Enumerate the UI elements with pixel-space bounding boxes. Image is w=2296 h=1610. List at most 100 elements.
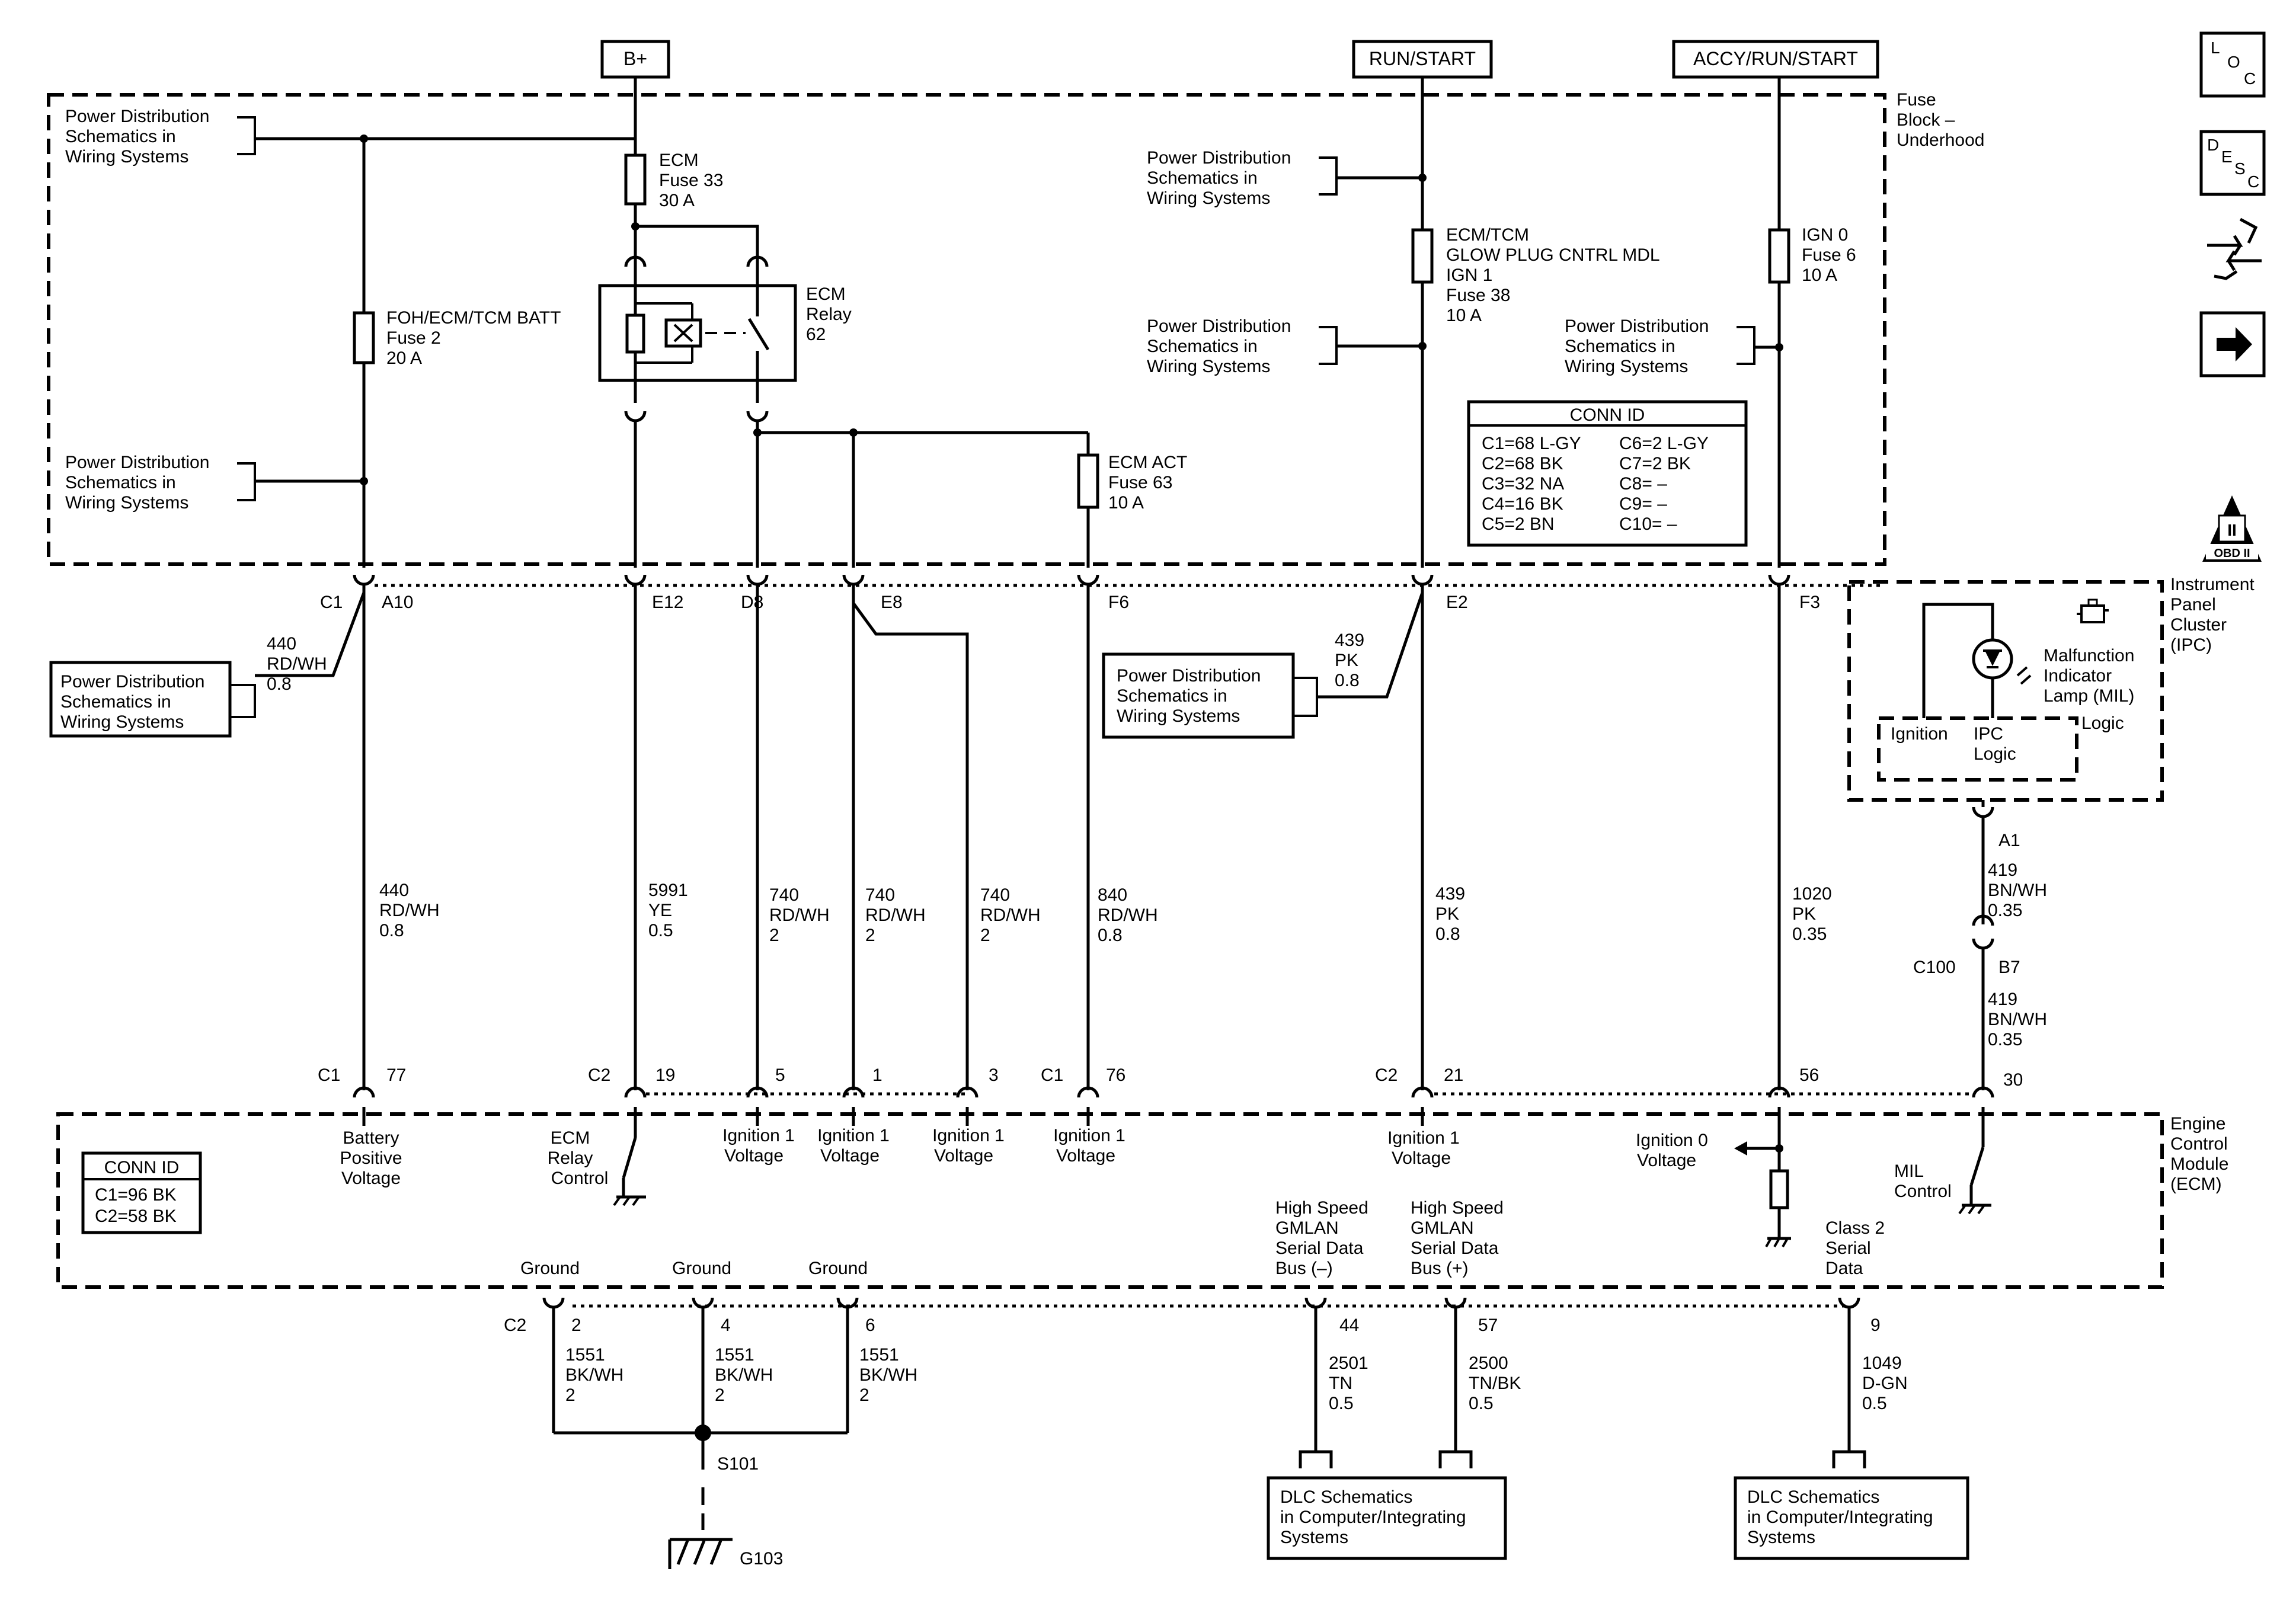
- pds-ref-3-l2: Schematics in: [1147, 168, 1258, 188]
- ecm-ign1c-2: Voltage: [934, 1146, 993, 1166]
- conn-row-2a: C2=68 BK: [1482, 454, 1563, 473]
- ecm-pin-3: 3: [989, 1065, 999, 1085]
- arrow-right-icon: [2217, 327, 2252, 361]
- pds-box-left: Power Distribution Schematics in Wiring …: [49, 661, 256, 738]
- wire-440a-color: RD/WH: [267, 654, 327, 674]
- ipc-title-1: Instrument: [2170, 575, 2255, 594]
- pds-box-left-l3: Wiring Systems: [60, 712, 184, 732]
- conn-row-3a: C3=32 NA: [1482, 474, 1564, 494]
- ecm-pin-c2b: C2: [1375, 1065, 1398, 1085]
- fuse-ecm-33: [624, 153, 647, 206]
- ecm-bottom-connectors: [542, 1297, 1860, 1309]
- wire-labels-mid: 440 RD/WH 0.8 5991 YE 0.5 740 RD/WH 2 74…: [379, 881, 1832, 945]
- source-bplus-label: B+: [623, 48, 647, 69]
- conn-row-3b: C8= –: [1619, 474, 1667, 494]
- conn-id-ecm-title: CONN ID: [104, 1158, 180, 1177]
- dlc-2-l1: DLC Schematics: [1747, 1487, 1879, 1507]
- dlc-box-1: [1267, 1476, 1507, 1560]
- wire-419b-color: BN/WH: [1988, 1010, 2047, 1029]
- fuse-ecm-33-l2: Fuse 33: [659, 171, 723, 190]
- wire-1049-color: D-GN: [1862, 1374, 1908, 1393]
- desc-button[interactable]: D E S C: [2199, 130, 2266, 196]
- ecm-mil-1: MIL: [1894, 1161, 1924, 1181]
- conn-id-ecm-row-2: C2=58 BK: [95, 1206, 177, 1226]
- wire-1551c-color: BK/WH: [859, 1365, 917, 1385]
- ecm-class2-1: Class 2: [1825, 1218, 1885, 1238]
- fuse-ign-6-l3: 10 A: [1802, 265, 1837, 285]
- connector-pinout-icon[interactable]: [2207, 217, 2262, 280]
- source-bplus: B+: [600, 40, 670, 79]
- wire-740b-num: 740: [865, 885, 895, 905]
- pds-box-left-l1: Power Distribution: [60, 672, 204, 692]
- conn-row-1a: C1=68 L-GY: [1482, 434, 1581, 453]
- next-page-button[interactable]: [2199, 311, 2266, 377]
- fuse-act-63-l3: 10 A: [1108, 493, 1144, 513]
- wire-440b-color: RD/WH: [379, 901, 440, 920]
- source-run-start-label: RUN/START: [1369, 48, 1476, 69]
- pds-ref-5-l2: Schematics in: [1565, 337, 1675, 356]
- dlc-1-l3: Systems: [1280, 1528, 1348, 1547]
- wire-440a-num: 440: [267, 634, 296, 654]
- ecm-ign1a-1: Ignition 1: [722, 1126, 795, 1145]
- pin-e12: E12: [652, 593, 683, 612]
- ecm-ground-1: Ground: [520, 1259, 580, 1278]
- ecm-pin-c1a: C1: [318, 1065, 340, 1085]
- conn-id-fuse-title: CONN ID: [1570, 405, 1645, 425]
- wire-439b-num: 439: [1435, 884, 1465, 904]
- pds-box-mid-l2: Schematics in: [1117, 686, 1227, 706]
- wire-740b-color: RD/WH: [865, 905, 926, 925]
- fuse-foh-2-l2: Fuse 2: [386, 328, 441, 348]
- ecm-ign1d-1: Ignition 1: [1053, 1126, 1125, 1145]
- ecm-pin-30: 30: [2003, 1070, 2023, 1090]
- wire-1049-size: 0.5: [1862, 1394, 1887, 1413]
- pin-e8: E8: [881, 593, 903, 612]
- ecm-relay-ctrl-3: Control: [551, 1169, 609, 1188]
- fuse-block-connector-row: [353, 574, 1885, 587]
- ecm-hs-neg-2: GMLAN: [1275, 1218, 1339, 1238]
- ipc-ignition: Ignition: [1891, 724, 1948, 744]
- ecm-pin-77: 77: [386, 1065, 406, 1085]
- wire-1551c-size: 2: [859, 1385, 869, 1405]
- ecm-ign0-1: Ignition 0: [1636, 1131, 1708, 1150]
- pds-ref-2-l3: Wiring Systems: [65, 493, 188, 513]
- wire-439a-size: 0.8: [1335, 671, 1360, 690]
- wire-439a-num: 439: [1335, 630, 1364, 650]
- ground-wiring: [552, 1307, 849, 1569]
- ground-g103-label: G103: [740, 1549, 783, 1569]
- accy-circuit: [1768, 77, 1790, 568]
- loc-button[interactable]: L O C: [2199, 31, 2266, 98]
- fuse-foh-2: [353, 311, 375, 364]
- desc-c: C: [2247, 172, 2259, 191]
- ecm-function-labels: Battery Positive Voltage ECM Relay Contr…: [340, 1126, 1951, 1278]
- wire-1551b-color: BK/WH: [715, 1365, 773, 1385]
- ecm-title-2: Control: [2170, 1134, 2228, 1154]
- ecm-pin-76: 76: [1106, 1065, 1125, 1085]
- pin-f6: F6: [1108, 593, 1129, 612]
- pds-ref-4: Power Distribution Schematics in Wiring …: [1147, 316, 1427, 376]
- ecm-pin-57: 57: [1478, 1315, 1498, 1335]
- ecm-relay-ctrl-1: ECM: [551, 1128, 590, 1148]
- ecm-hs-pos-3: Serial Data: [1411, 1238, 1499, 1258]
- ipc-pin-b7: B7: [1998, 958, 2020, 977]
- ipc-conn-c100: C100: [1913, 958, 1956, 977]
- dlc-1-l1: DLC Schematics: [1280, 1487, 1412, 1507]
- wire-1551a-size: 2: [565, 1385, 575, 1405]
- conn-row-5a: C5=2 BN: [1482, 514, 1555, 534]
- wire-1551c-num: 1551: [859, 1345, 899, 1365]
- ecm-pin-c1b: C1: [1041, 1065, 1063, 1085]
- pin-a10: A10: [382, 593, 413, 612]
- wire-1551b-size: 2: [715, 1385, 725, 1405]
- conn-id-ecm: CONN ID C1=96 BK C2=58 BK: [81, 1151, 202, 1234]
- ecm-pin-44: 44: [1339, 1315, 1359, 1335]
- ecm-relay-ctrl-2: Relay: [548, 1148, 593, 1168]
- ecm-outline: [56, 1112, 2164, 1289]
- loc-o: O: [2227, 53, 2240, 71]
- ecm-pin-21: 21: [1444, 1065, 1463, 1085]
- pds-ref-2-l2: Schematics in: [65, 473, 176, 492]
- wire-740a-color: RD/WH: [769, 905, 830, 925]
- fuse-glow-38-l2: GLOW PLUG CNTRL MDL: [1446, 245, 1660, 265]
- wire-419a-size: 0.35: [1988, 901, 2022, 920]
- source-run-start: RUN/START: [1352, 40, 1493, 79]
- wire-2501-color: TN: [1329, 1374, 1352, 1393]
- source-accy-run-start-label: ACCY/RUN/START: [1693, 48, 1858, 69]
